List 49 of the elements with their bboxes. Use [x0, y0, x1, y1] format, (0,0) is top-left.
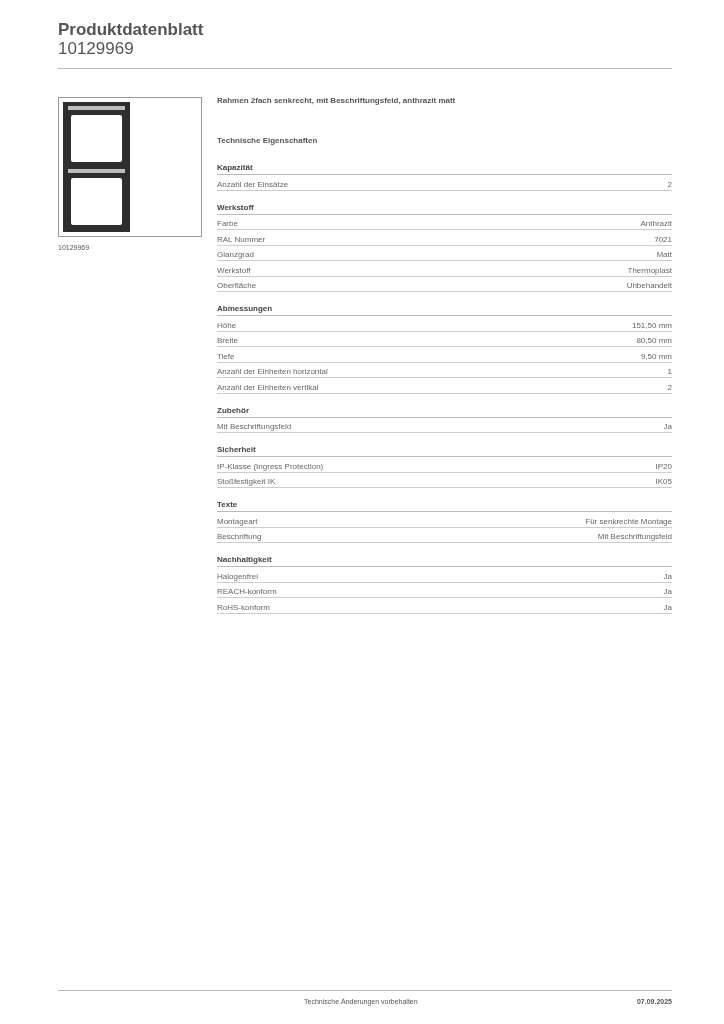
property-value: Mit Beschriftungsfeld — [597, 532, 672, 541]
property-value: Ja — [663, 602, 672, 612]
property-value: Ja — [663, 571, 672, 581]
property-value: Anthrazit — [640, 219, 672, 228]
property-value: 80,50 mm — [636, 336, 672, 345]
property-value: IP20 — [655, 461, 672, 471]
group-heading: Werkstoff — [217, 202, 672, 215]
property-value: 9,50 mm — [640, 351, 672, 361]
property-name: Tiefe — [217, 351, 235, 361]
property-value: 7021 — [654, 234, 672, 244]
property-value: Ja — [663, 587, 672, 596]
property-name: Beschriftung — [217, 532, 262, 541]
property-name: Werkstoff — [217, 265, 251, 275]
property-name: IP-Klasse (Ingress Protection) — [217, 461, 324, 471]
group-heading: Nachhaltigkeit — [217, 555, 672, 567]
property-name: RAL Nummer — [217, 234, 266, 244]
property-value: Für senkrechte Montage — [585, 516, 672, 526]
property-name: Anzahl der Einsätze — [217, 179, 289, 189]
article-number: 10129969 — [58, 39, 134, 59]
property-name: Breite — [217, 336, 238, 345]
section-heading: Technische Eigenschaften — [217, 136, 318, 145]
property-value: 1 — [667, 367, 672, 376]
group-heading: Texte — [217, 500, 672, 512]
group-heading: Kapazität — [217, 163, 672, 175]
property-name: RoHS-konform — [217, 602, 270, 612]
property-name: Farbe — [217, 219, 238, 228]
property-value: 2 — [667, 382, 672, 392]
property-name: Stoßfestigkeit IK — [217, 477, 276, 486]
property-name: Anzahl der Einheiten vertikal — [217, 382, 319, 392]
property-name: Montageart — [217, 516, 258, 526]
page-title: Produktdatenblatt — [58, 20, 204, 40]
group-heading: Abmessungen — [217, 304, 672, 316]
property-value: Thermoplast — [627, 265, 672, 275]
property-value: 2 — [667, 179, 672, 189]
property-name: Glanzgrad — [217, 250, 254, 259]
product-name: Rahmen 2fach senkrecht, mit Beschriftungsfeld, anthrazit matt — [217, 96, 457, 105]
property-value: Matt — [656, 250, 672, 259]
property-name: Anzahl der Einheiten horizontal — [217, 367, 328, 376]
property-name: REACH-konform — [217, 587, 277, 596]
group-heading: Zubehör — [217, 405, 672, 418]
property-value: Unbehandelt — [626, 281, 672, 290]
property-name: Halogenfrei — [217, 571, 258, 581]
property-value: IK05 — [655, 477, 672, 486]
property-value: 151,50 mm — [631, 320, 672, 330]
property-name: Oberfläche — [217, 281, 257, 290]
property-name: Höhe — [217, 320, 237, 330]
property-name: Mit Beschriftungsfeld — [217, 422, 292, 431]
property-value: Ja — [663, 422, 672, 431]
group-heading: Sicherheit — [217, 445, 672, 457]
